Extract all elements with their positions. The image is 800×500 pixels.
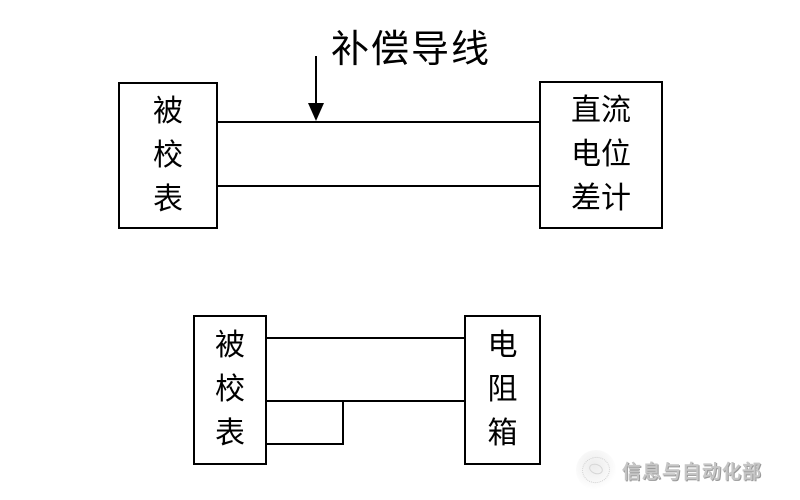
box-line: 直流 <box>571 94 631 127</box>
box-char: 校 <box>153 138 183 172</box>
box-char: 电 <box>487 329 518 362</box>
down-arrow-shaft <box>315 56 317 104</box>
bottom-wire-link <box>342 400 344 445</box>
bottom-wire-stub <box>267 443 344 445</box>
watermark-text: 信息与自动化部 <box>622 461 763 483</box>
emblem-logo-icon <box>576 450 616 490</box>
box-line: 电位 <box>571 138 631 171</box>
resistance-box: 电 阻 箱 <box>464 315 541 465</box>
bottom-wire-upper <box>267 337 464 339</box>
box-char: 阻 <box>487 373 518 406</box>
box-char: 校 <box>215 373 245 406</box>
box-line: 差计 <box>571 182 631 215</box>
watermark: 信息与自动化部 <box>576 450 762 490</box>
box-char: 表 <box>215 417 245 450</box>
top-wire-upper <box>218 121 539 123</box>
box-char: 被 <box>153 94 183 128</box>
top-wire-lower <box>218 185 539 187</box>
box-char: 被 <box>215 329 245 362</box>
compensation-lead-label: 补偿导线 <box>331 29 492 71</box>
top-meter-box: 被 校 表 <box>118 82 218 229</box>
bottom-wire-middle <box>267 400 464 402</box>
box-char: 表 <box>153 182 183 216</box>
box-char: 箱 <box>487 417 518 450</box>
bottom-meter-box: 被 校 表 <box>193 315 267 465</box>
down-arrow-icon <box>308 103 324 121</box>
dc-potentiometer-box: 直流 电位 差计 <box>539 81 663 229</box>
